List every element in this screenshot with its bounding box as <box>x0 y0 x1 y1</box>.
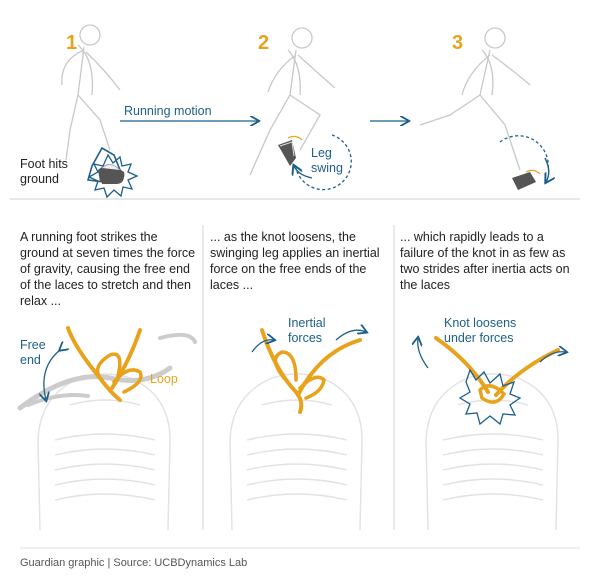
runner-2-shoe <box>278 135 303 166</box>
foot-hits-label: Foot hits ground <box>20 157 68 186</box>
runner-3-shoe <box>512 169 541 190</box>
laces-2 <box>260 328 362 414</box>
source-credit: Guardian graphic | Source: UCBDynamics L… <box>20 557 248 569</box>
caption-panel-2: ... as the knot loosens, the swinging le… <box>210 230 380 292</box>
knot-loosens-label: Knot loosens under forces <box>444 316 517 345</box>
step-number-1: 1 <box>66 32 78 54</box>
leg-swing-label: Leg swing <box>311 146 343 175</box>
free-end-arrow <box>44 350 60 400</box>
inertial-forces-label: Inertial forces <box>288 316 326 345</box>
runner-3-arrow <box>545 157 549 182</box>
shoe-1-outline <box>37 373 171 531</box>
free-end-label: Free end <box>20 338 46 367</box>
step-number-3: 3 <box>452 32 464 54</box>
caption-panel-3: ... which rapidly leads to a failure of … <box>400 230 570 292</box>
caption-panel-1: A running foot strikes the ground at sev… <box>20 230 196 308</box>
inertial-arrow-right <box>335 330 366 341</box>
leg-swing-arrow <box>294 166 313 179</box>
laces-1 <box>17 326 197 411</box>
inertial-arrow-left <box>251 340 274 353</box>
knot-arrow-left <box>418 338 429 369</box>
knot-arrow-right <box>539 352 566 363</box>
knot-burst-icon <box>458 368 522 426</box>
runner-2-figure <box>249 27 336 176</box>
runner-3-figure <box>419 27 531 171</box>
runner-3-dashed-arc <box>499 135 549 171</box>
runner-1-figure <box>61 24 121 161</box>
leg-swing-dashed-arc <box>295 134 352 191</box>
step-number-2: 2 <box>258 32 270 54</box>
shoe-2-outline <box>229 373 363 531</box>
shoe-3-outline <box>425 373 559 531</box>
impact-burst-icon <box>87 153 139 199</box>
running-motion-label: Running motion <box>124 104 212 118</box>
loop-label: Loop <box>150 372 178 386</box>
